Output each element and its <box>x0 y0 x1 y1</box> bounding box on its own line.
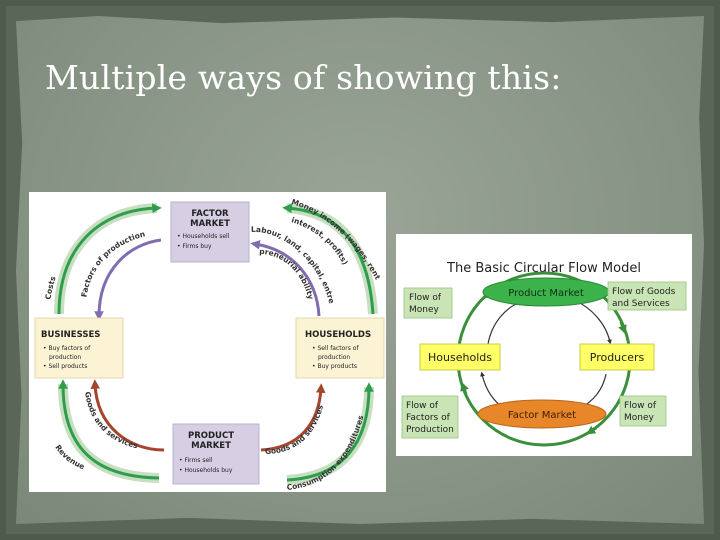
basic-circular-flow-model: The Basic Circular Flow Model Product Ma… <box>396 234 692 456</box>
businesses-box: BUSINESSES • Buy factors of production •… <box>34 317 124 379</box>
factors-of-production-arrow <box>94 238 162 321</box>
callout-flow-of-money-bottom-line2: Money <box>624 413 655 423</box>
callout-flow-of-money-top-line1: Flow of <box>409 293 442 303</box>
households-bullet-1: • Sell factors of <box>312 345 359 352</box>
circular-flow-diagram-textbook: FACTOR MARKET • Households sell • Firms … <box>29 192 386 492</box>
costs-arrow <box>57 203 162 315</box>
product-market-ellipse: Product Market <box>482 277 610 307</box>
producers-label: Producers <box>590 351 645 364</box>
product-market-title-2: MARKET <box>191 441 231 451</box>
households-title: HOUSEHOLDS <box>305 330 371 340</box>
factor-market-title-1: FACTOR <box>191 209 229 219</box>
callout-flow-of-goods-line1: Flow of Goods <box>612 287 676 297</box>
callout-flow-of-factors-line3: Production <box>406 425 454 435</box>
product-market-box: PRODUCT MARKET • Firms sell • Households… <box>172 423 260 485</box>
households-node: Households <box>419 343 501 371</box>
producers-node: Producers <box>579 343 655 371</box>
callout-flow-of-factors: Flow of Factors of Production <box>401 395 459 439</box>
diagram2-title: The Basic Circular Flow Model <box>446 261 641 276</box>
businesses-bullet-3: • Sell products <box>43 363 87 370</box>
households-box: HOUSEHOLDS • Sell factors of production … <box>295 317 385 379</box>
callout-flow-of-factors-line1: Flow of <box>406 401 439 411</box>
households-bullet-3: • Buy products <box>312 363 357 370</box>
callout-flow-of-goods: Flow of Goods and Services <box>607 281 687 311</box>
revenue-arrow <box>58 379 160 480</box>
product-market-bullet-1: • Firms sell <box>179 457 213 464</box>
callout-flow-of-goods-line2: and Services <box>612 299 670 309</box>
households-bullet-2: production <box>318 354 350 361</box>
factor-market-bullet-1: • Households sell <box>177 233 230 240</box>
factor-market-title-2: MARKET <box>190 219 230 229</box>
factor-market-label: Factor Market <box>508 410 576 421</box>
goods-services-right-arrow <box>260 383 326 452</box>
product-market-title-1: PRODUCT <box>188 431 234 441</box>
callout-flow-of-money-bottom-line1: Flow of <box>624 401 657 411</box>
goods-services-left-arrow <box>90 379 165 452</box>
households-label: Households <box>428 351 492 364</box>
slide-title: Multiple ways of showing this: <box>45 58 562 97</box>
callout-flow-of-money-top: Flow of Money <box>403 287 453 319</box>
businesses-title: BUSINESSES <box>41 330 100 340</box>
factor-market-box: FACTOR MARKET • Households sell • Firms … <box>170 201 250 263</box>
product-market-label: Product Market <box>508 288 584 299</box>
businesses-bullet-2: production <box>49 354 81 361</box>
factor-market-ellipse: Factor Market <box>477 399 607 429</box>
product-market-bullet-2: • Households buy <box>179 467 233 474</box>
labour-land-arrow <box>250 239 321 317</box>
callout-flow-of-money-top-line2: Money <box>409 305 440 315</box>
callout-flow-of-money-bottom: Flow of Money <box>619 395 667 427</box>
money-income-arrow <box>282 203 375 315</box>
callout-flow-of-factors-line2: Factors of <box>406 413 451 423</box>
businesses-bullet-1: • Buy factors of <box>43 345 91 352</box>
factor-market-bullet-2: • Firms buy <box>177 243 212 250</box>
consumption-arrow <box>286 382 374 482</box>
